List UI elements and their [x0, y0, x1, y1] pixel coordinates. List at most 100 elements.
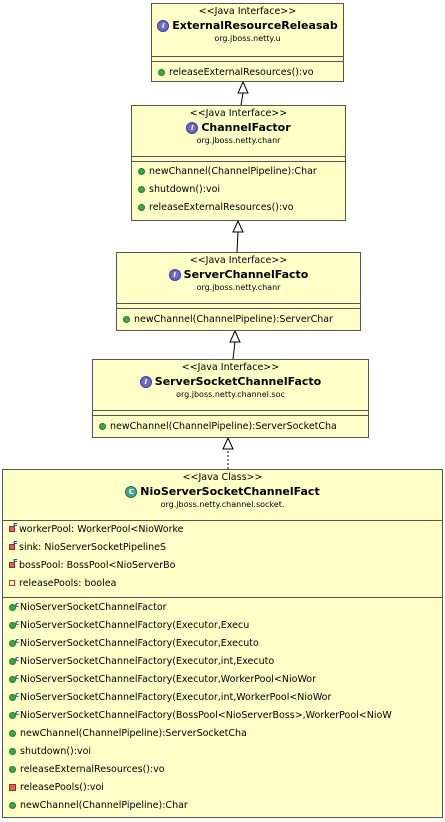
- package-label: org.jboss.netty.channel.soc: [176, 390, 285, 399]
- field-label: sink: NioServerSocketPipelineS: [19, 542, 167, 553]
- class-name: ChannelFactor: [201, 121, 291, 134]
- package-label: org.jboss.netty.chanr: [196, 136, 281, 145]
- public-method-icon: [99, 423, 106, 430]
- separator: [132, 161, 345, 162]
- public-method-icon: [158, 69, 165, 76]
- constructor-icon: [9, 616, 19, 630]
- public-method-icon: [138, 204, 145, 211]
- private-final-field-icon: [9, 555, 18, 569]
- implements-edge: [222, 436, 234, 469]
- method-row[interactable]: newChannel(ChannelPipeline):Char: [138, 165, 317, 179]
- field-row[interactable]: workerPool: WorkerPool<NioWorke: [9, 519, 184, 537]
- method-label: newChannel(ChannelPipeline):Char: [20, 800, 188, 811]
- public-method-icon: [9, 748, 16, 755]
- class-name: ServerSocketChannelFacto: [154, 375, 322, 388]
- method-row[interactable]: releaseExternalResources():vo: [9, 763, 165, 777]
- constructor-row[interactable]: NioServerSocketChannelFactory(Executor,E…: [9, 634, 259, 651]
- public-method-icon: [123, 316, 130, 323]
- separator: [117, 308, 360, 309]
- method-row[interactable]: releaseExternalResources():vo: [138, 201, 294, 215]
- class-name: NioServerSocketChannelFact: [140, 485, 320, 498]
- private-final-field-icon: [9, 519, 18, 533]
- constructor-icon: [9, 598, 19, 612]
- constructor-icon: [9, 670, 19, 684]
- interface-icon: I: [168, 269, 181, 281]
- stereotype-label: <<Java Interface>>: [181, 362, 280, 373]
- public-method-icon: [138, 168, 145, 175]
- method-row[interactable]: shutdown():voi: [9, 745, 91, 759]
- constructor-icon: [9, 652, 19, 666]
- method-row[interactable]: shutdown():voi: [138, 183, 220, 197]
- separator: [132, 156, 345, 157]
- constructor-icon: [9, 688, 19, 702]
- private-final-field-icon: [9, 537, 18, 551]
- field-row[interactable]: sink: NioServerSocketPipelineS: [9, 537, 167, 555]
- method-label: newChannel(ChannelPipeline):ServerSocket…: [110, 421, 337, 432]
- separator: [93, 415, 368, 416]
- extends-edge-3: [229, 329, 241, 360]
- stereotype-label: <<Java Interface>>: [198, 6, 297, 17]
- field-row[interactable]: bossPool: BossPool<NioServerBo: [9, 555, 176, 573]
- method-label: newChannel(ChannelPipeline):Char: [149, 166, 317, 177]
- package-label: org.jboss.netty.u: [214, 34, 281, 43]
- package-label: org.jboss.netty.channel.socket.: [160, 500, 285, 509]
- constructor-row[interactable]: NioServerSocketChannelFactory(Executor,E…: [9, 616, 250, 633]
- package-label: org.jboss.netty.chanr: [196, 283, 281, 292]
- private-method-icon: [9, 784, 16, 791]
- method-row[interactable]: newChannel(ChannelPipeline):ServerSocket…: [99, 420, 337, 434]
- method-label: shutdown():voi: [149, 184, 221, 195]
- stereotype-label: <<Java Class>>: [182, 472, 263, 483]
- method-label: releaseExternalResources():vo: [20, 764, 165, 775]
- interface-icon: I: [186, 122, 199, 134]
- field-label: bossPool: BossPool<NioServerBo: [19, 560, 176, 571]
- extends-edge-1: [237, 80, 249, 106]
- separator: [93, 410, 368, 411]
- separator: [152, 61, 343, 62]
- field-row[interactable]: releasePools: boolea: [9, 577, 116, 591]
- constructor-row[interactable]: NioServerSocketChannelFactor: [9, 598, 167, 615]
- public-method-icon: [9, 730, 16, 737]
- extends-edge-2: [232, 219, 244, 253]
- public-method-icon: [138, 186, 145, 193]
- public-method-icon: [9, 766, 16, 773]
- method-label: newChannel(ChannelPipeline):ServerChar: [134, 314, 333, 325]
- class-name: ServerChannelFacto: [183, 268, 309, 281]
- constructor-row[interactable]: NioServerSocketChannelFactory(Executor,W…: [9, 670, 316, 687]
- method-row[interactable]: newChannel(ChannelPipeline):ServerSocket…: [9, 727, 247, 741]
- private-field-icon: [9, 580, 15, 586]
- method-label: shutdown():voi: [20, 746, 92, 757]
- constructor-row[interactable]: NioServerSocketChannelFactory(Executor,i…: [9, 652, 275, 669]
- method-row[interactable]: newChannel(ChannelPipeline):ServerChar: [123, 313, 333, 327]
- stereotype-label: <<Java Interface>>: [189, 108, 288, 119]
- method-row[interactable]: newChannel(ChannelPipeline):Char: [9, 799, 188, 813]
- constructor-row[interactable]: NioServerSocketChannelFactory(BossPool<N…: [9, 706, 392, 723]
- method-label: NioServerSocketChannelFactory(Executor,W…: [20, 674, 316, 685]
- method-row[interactable]: releaseExternalResources():vo: [158, 66, 314, 80]
- constructor-icon: [9, 634, 19, 648]
- method-label: NioServerSocketChannelFactory(Executor,i…: [20, 692, 332, 703]
- field-label: workerPool: WorkerPool<NioWorke: [19, 524, 184, 535]
- method-label: NioServerSocketChannelFactory(Executor,E…: [20, 620, 250, 631]
- constructor-icon: [9, 706, 19, 720]
- public-method-icon: [9, 802, 16, 809]
- method-label: NioServerSocketChannelFactory(Executor,E…: [20, 638, 259, 649]
- method-label: releaseExternalResources():vo: [149, 202, 294, 213]
- method-label: releasePools():voi: [20, 782, 104, 793]
- field-label: releasePools: boolea: [19, 578, 117, 589]
- separator: [3, 597, 442, 598]
- separator: [152, 56, 343, 57]
- method-row[interactable]: releasePools():voi: [9, 781, 104, 795]
- stereotype-label: <<Java Interface>>: [189, 255, 288, 266]
- class-icon: C: [125, 486, 138, 498]
- method-label: NioServerSocketChannelFactory(Executor,i…: [20, 656, 275, 667]
- class-name: ExternalResourceReleasab: [172, 19, 338, 32]
- method-label: newChannel(ChannelPipeline):ServerSocket…: [20, 728, 247, 739]
- method-label: NioServerSocketChannelFactor: [20, 602, 167, 613]
- constructor-row[interactable]: NioServerSocketChannelFactory(Executor,i…: [9, 688, 332, 705]
